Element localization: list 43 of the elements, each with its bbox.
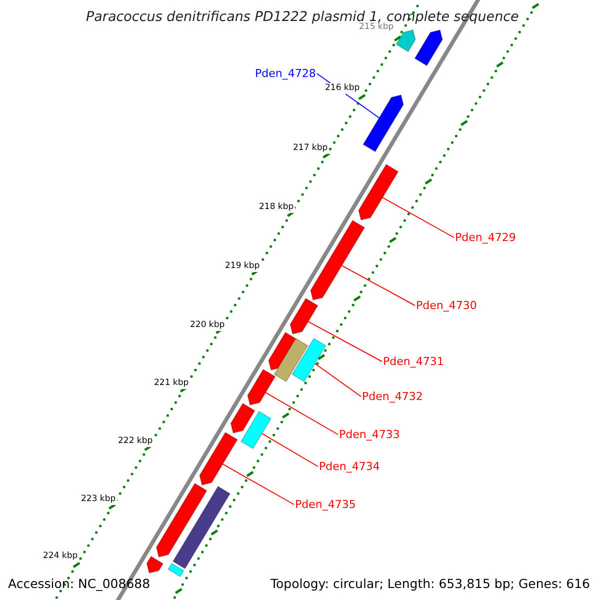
leader-line xyxy=(341,265,416,306)
gene-label: Pden_4729 xyxy=(455,232,516,243)
scale-label: 218 kbp xyxy=(258,202,295,212)
scale-label: 215 kbp xyxy=(358,22,395,32)
gene-segment xyxy=(168,562,184,578)
scale-label: 222 kbp xyxy=(117,436,154,446)
scale-label: 221 kbp xyxy=(153,378,190,388)
gene-label: Pden_4734 xyxy=(319,461,380,472)
gene-segment xyxy=(247,368,276,406)
gene-segment xyxy=(358,164,399,220)
gene-segment xyxy=(240,410,272,450)
leader-line xyxy=(222,464,294,505)
gene-segment xyxy=(172,486,231,570)
gene-label: Pden_4735 xyxy=(295,499,356,510)
gene-label: Pden_4728 xyxy=(255,68,316,79)
gene-segment xyxy=(146,556,164,574)
gene-segment xyxy=(310,220,366,300)
scale-label: 223 kbp xyxy=(80,494,117,504)
scale-label: 217 kbp xyxy=(292,143,329,154)
scale-label: 219 kbp xyxy=(224,261,261,272)
gene-segment xyxy=(156,482,208,558)
leader-line xyxy=(382,197,454,238)
gene-segment xyxy=(396,30,416,52)
leader-line xyxy=(265,392,338,435)
gene-label: Pden_4733 xyxy=(339,429,400,440)
gene-label: Pden_4732 xyxy=(362,391,423,402)
gene-segment xyxy=(274,338,308,382)
scale-label: 224 kbp xyxy=(42,551,79,562)
gene-label: Pden_4731 xyxy=(383,356,444,367)
gene-segment xyxy=(290,298,318,334)
gene-segment xyxy=(414,30,443,66)
gene-segment xyxy=(362,94,404,152)
accession-note: Accession: NC_008688 xyxy=(7,578,152,590)
gene-segment xyxy=(292,338,326,382)
leader-line xyxy=(262,433,318,467)
leader-line xyxy=(314,363,362,397)
summary-note: Topology: circular; Length: 653,815 bp; Genes: 616 xyxy=(270,578,591,590)
gene-segment xyxy=(230,402,256,434)
gene-segment xyxy=(199,432,238,486)
scale-label: 220 kbp xyxy=(189,320,226,330)
leader-line xyxy=(308,321,382,362)
gene-label: Pden_4730 xyxy=(416,300,477,311)
scale-label: 216 kbp xyxy=(324,83,361,94)
